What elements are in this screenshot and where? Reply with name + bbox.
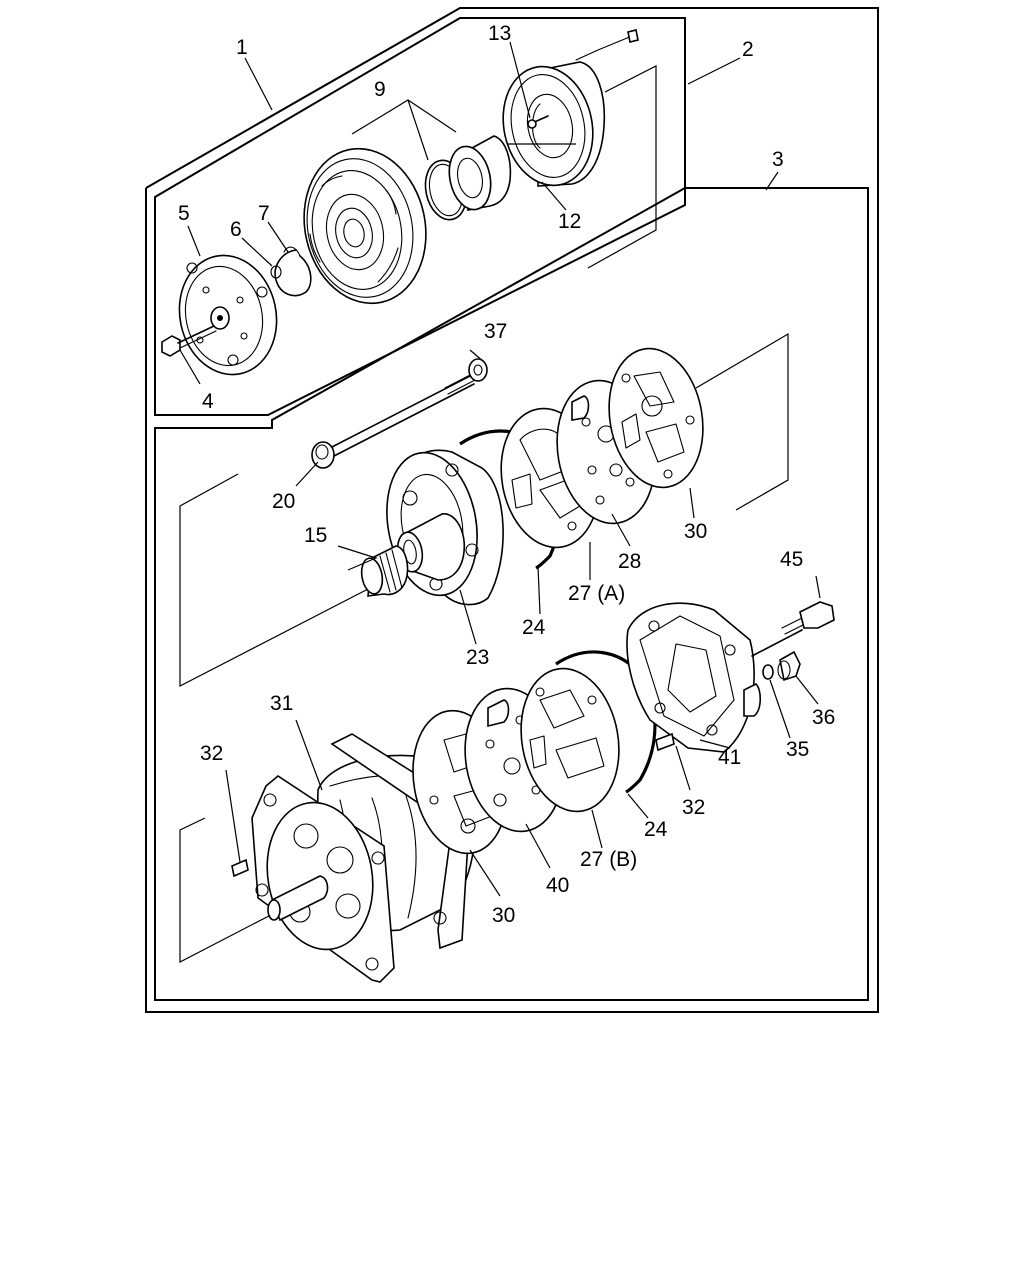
armature-plate [178,254,278,376]
label-1: 1 [236,36,248,59]
label-13: 13 [488,22,511,45]
label-9: 9 [374,78,386,101]
label-30-front: 30 [684,520,707,543]
field-coil [502,29,639,187]
outer-frame [145,7,879,1013]
suction-valve-rear [520,667,620,813]
drive-shaft [267,875,329,922]
label-6: 6 [230,218,242,241]
callout-labels: 1 2 3 4 5 6 7 9 12 13 15 20 23 24 27 (A)… [178,22,835,927]
label-23: 23 [466,646,489,669]
clutch-assembly-frame [154,17,686,416]
label-31: 31 [270,692,293,715]
label-32-left: 32 [200,742,223,765]
label-30-rear: 30 [492,904,515,927]
label-37: 37 [484,320,507,343]
relief-valve-o-ring [762,664,774,680]
label-7: 7 [258,202,270,225]
leader-lines [179,41,821,897]
rear-head [626,602,762,753]
bracket-upper-left [179,473,371,687]
assembly-frames [145,7,879,1013]
label-32-right: 32 [682,796,705,819]
label-35: 35 [786,738,809,761]
discharge-valve-front [608,347,704,489]
label-4: 4 [202,390,214,413]
shaft-seal [360,545,409,597]
relief-valve [777,650,801,682]
armature-bolt [161,325,217,357]
bearing [448,135,512,211]
label-36: 36 [812,706,835,729]
through-bolt [311,373,476,469]
pulley [303,147,427,305]
label-12: 12 [558,210,581,233]
label-15: 15 [304,524,327,547]
rear-head-bolt [751,601,835,657]
label-45: 45 [780,548,803,571]
label-2: 2 [742,38,754,61]
label-27b: 27 (B) [580,848,637,871]
dowel-pin-rear [231,858,249,878]
label-3: 3 [772,148,784,171]
compressor-body-frame [154,187,869,1001]
label-41: 41 [718,746,741,769]
snap-ring [274,246,312,297]
dowel-pin-front-rear-head [655,732,675,752]
bracket-lower-left [179,817,291,963]
bracket-2 [587,65,657,269]
label-20: 20 [272,490,295,513]
washer [468,358,488,382]
label-24-front: 24 [522,616,546,639]
label-5: 5 [178,202,190,225]
coil-screw [527,115,549,129]
label-40: 40 [546,874,569,897]
label-28: 28 [618,550,641,573]
bracket-upper-right [695,332,789,511]
label-24-rear: 24 [644,818,668,841]
label-27a: 27 (A) [568,582,625,605]
